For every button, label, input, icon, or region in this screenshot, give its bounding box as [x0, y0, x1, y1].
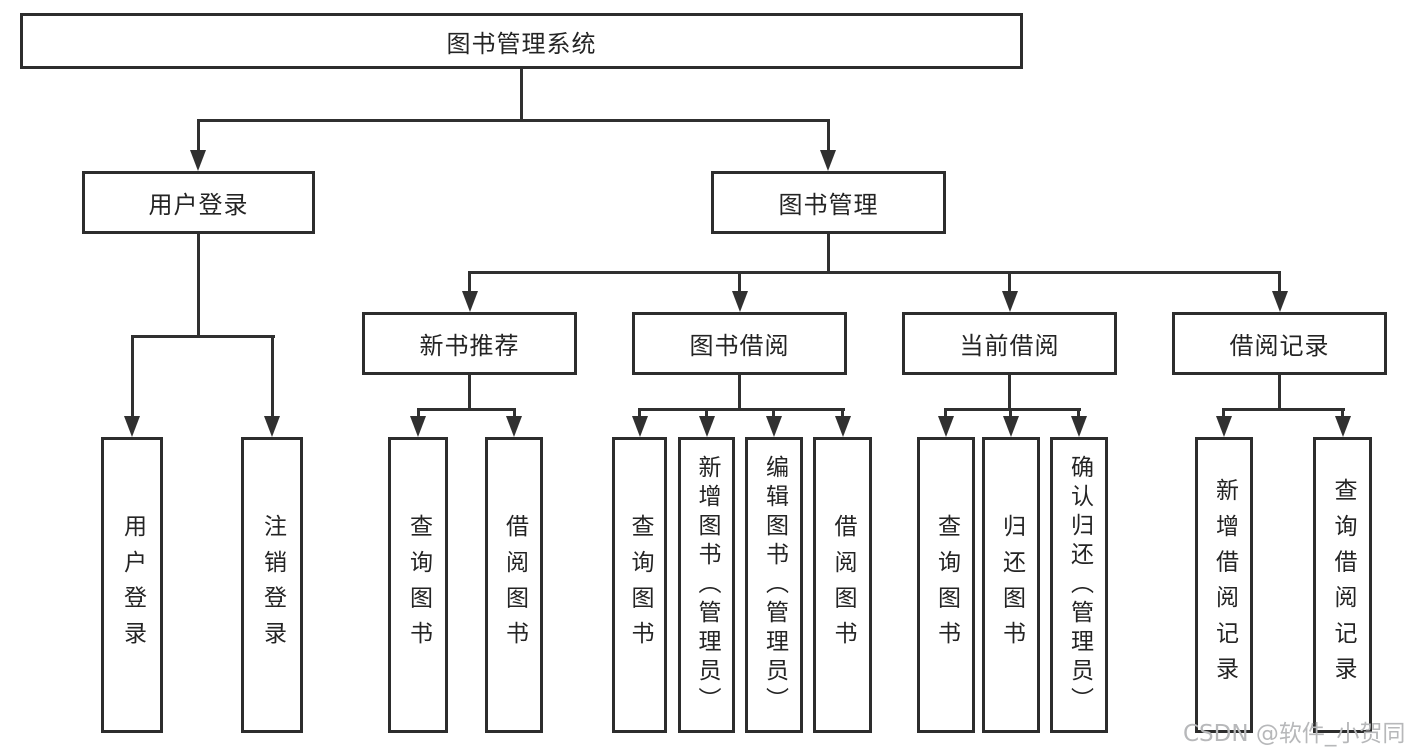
node-edit-books-admin-label: 编辑图书（管理员）: [761, 454, 788, 716]
node-query-books-borrowing: 查询图书: [612, 437, 667, 733]
connector-line: [417, 408, 420, 421]
arrowhead-down-icon: [1216, 416, 1232, 437]
connector-line: [1341, 408, 1344, 421]
node-book-management: 图书管理: [711, 171, 946, 234]
node-query-books-current: 查询图书: [917, 437, 975, 733]
node-confirm-return-admin-label: 确认归还（管理员）: [1066, 454, 1093, 716]
node-current-borrowing-label: 当前借阅: [959, 332, 1060, 360]
connector-line: [738, 375, 741, 409]
node-query-borrow-record: 查询借阅记录: [1313, 437, 1372, 733]
connector-line: [131, 335, 275, 338]
connector-line: [131, 335, 134, 420]
connector-line: [513, 408, 516, 421]
node-new-book-recommend: 新书推荐: [362, 312, 577, 375]
connector-line: [1008, 271, 1011, 296]
node-borrow-books-borrowing-label: 借阅图书: [830, 513, 856, 657]
node-root-label: 图书管理系统: [446, 29, 597, 58]
connector-line: [638, 408, 641, 421]
node-add-books-admin-label: 新增图书（管理员）: [694, 454, 720, 716]
node-query-books-recommend: 查询图书: [388, 437, 448, 733]
connector-line: [944, 408, 947, 421]
connector-line: [468, 375, 471, 409]
arrowhead-down-icon: [124, 416, 140, 437]
node-book-borrowing-label: 图书借阅: [689, 332, 790, 360]
connector-line: [1008, 375, 1011, 409]
arrowhead-down-icon: [820, 150, 836, 171]
connector-line: [271, 335, 274, 420]
node-logout-label: 注销登录: [259, 513, 286, 657]
connector-line: [705, 408, 708, 421]
connector-line: [1222, 408, 1345, 411]
arrowhead-down-icon: [938, 416, 954, 437]
arrowhead-down-icon: [766, 416, 782, 437]
node-user-login-leaf: 用户登录: [101, 437, 163, 733]
connector-line: [1278, 375, 1281, 409]
connector-line: [198, 119, 830, 122]
arrowhead-down-icon: [1002, 291, 1018, 312]
node-current-borrowing: 当前借阅: [902, 312, 1117, 375]
arrowhead-down-icon: [190, 150, 206, 171]
connector-line: [1278, 271, 1281, 296]
node-borrow-records-label: 借阅记录: [1229, 332, 1330, 360]
node-query-books-recommend-label: 查询图书: [405, 513, 432, 657]
node-borrow-records: 借阅记录: [1172, 312, 1387, 375]
connector-line: [944, 408, 1081, 411]
arrowhead-down-icon: [1003, 416, 1019, 437]
node-user-login-label: 用户登录: [148, 191, 249, 219]
node-edit-books-admin: 编辑图书（管理员）: [745, 437, 803, 733]
node-return-books: 归还图书: [982, 437, 1040, 733]
connector-line: [1009, 408, 1012, 421]
arrowhead-down-icon: [835, 416, 851, 437]
node-new-book-recommend-label: 新书推荐: [419, 332, 520, 360]
arrowhead-down-icon: [632, 416, 648, 437]
arrowhead-down-icon: [462, 291, 478, 312]
node-add-books-admin: 新增图书（管理员）: [678, 437, 735, 733]
node-return-books-label: 归还图书: [998, 513, 1025, 657]
connector-line: [197, 119, 200, 154]
connector-line: [468, 271, 1281, 274]
connector-line: [1077, 408, 1080, 421]
connector-line: [738, 271, 741, 296]
arrowhead-down-icon: [410, 416, 426, 437]
connector-line: [468, 271, 471, 296]
connector-line: [197, 234, 200, 335]
watermark: CSDN @软件_小贺同学: [1183, 721, 1405, 747]
node-book-management-label: 图书管理: [778, 191, 879, 219]
node-borrow-books-recommend-label: 借阅图书: [501, 513, 528, 657]
connector-line: [1222, 408, 1225, 421]
arrowhead-down-icon: [506, 416, 522, 437]
connector-line: [772, 408, 775, 421]
node-user-login-leaf-label: 用户登录: [119, 513, 146, 657]
node-user-login: 用户登录: [82, 171, 315, 234]
arrowhead-down-icon: [699, 416, 715, 437]
connector-line: [520, 69, 523, 121]
node-root: 图书管理系统: [20, 13, 1023, 69]
arrowhead-down-icon: [1335, 416, 1351, 437]
arrowhead-down-icon: [732, 291, 748, 312]
connector-line: [841, 408, 844, 421]
node-borrow-books-borrowing: 借阅图书: [813, 437, 872, 733]
node-confirm-return-admin: 确认归还（管理员）: [1050, 437, 1108, 733]
node-add-borrow-record-label: 新增借阅记录: [1211, 478, 1238, 692]
node-logout: 注销登录: [241, 437, 303, 733]
arrowhead-down-icon: [264, 416, 280, 437]
connector-line: [827, 234, 830, 274]
node-query-books-current-label: 查询图书: [933, 513, 960, 657]
node-query-borrow-record-label: 查询借阅记录: [1330, 478, 1356, 692]
node-borrow-books-recommend: 借阅图书: [485, 437, 543, 733]
node-query-books-borrowing-label: 查询图书: [627, 513, 653, 657]
arrowhead-down-icon: [1272, 291, 1288, 312]
connector-line: [827, 119, 830, 154]
node-add-borrow-record: 新增借阅记录: [1195, 437, 1253, 733]
connector-line: [638, 408, 845, 411]
arrowhead-down-icon: [1071, 416, 1087, 437]
node-book-borrowing: 图书借阅: [632, 312, 847, 375]
connector-line: [417, 408, 516, 411]
